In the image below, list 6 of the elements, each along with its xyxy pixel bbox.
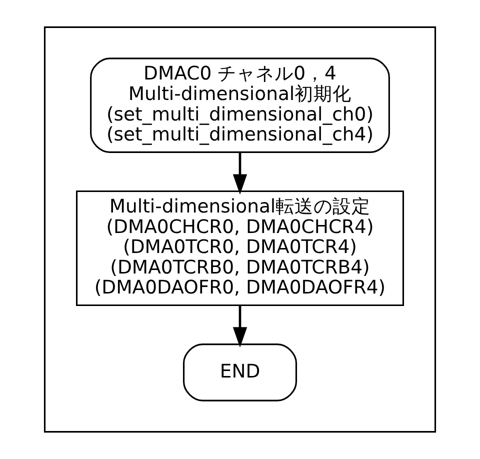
- cluster: [44, 26, 436, 433]
- node-box: Multi-dimensional転送の設定 (DMA0CHCR0, DMA0CHCR4) (DMA0TCR0, DMA0TCR4) (DMA0TCRB0, DMA0TCRB4) (DMA0DAOFR0, DMA0DAOFR4): [76, 190, 404, 306]
- arrow: [232, 305, 248, 348]
- arrow: [232, 152, 248, 195]
- node-box: DMAC0 チャネル0，4 Multi-dimensional初期化 (set_multi_dimensional_ch0) (set_multi_dimensional_ch4): [90, 58, 390, 153]
- node-box: END: [182, 344, 298, 402]
